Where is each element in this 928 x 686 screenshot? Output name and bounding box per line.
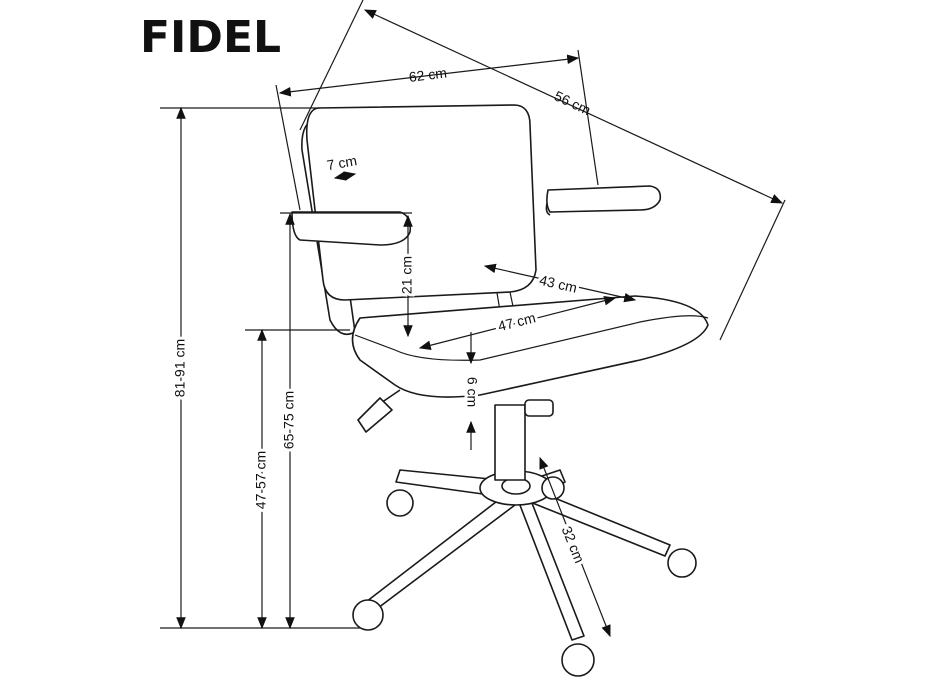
- base-leg: [361, 494, 516, 615]
- caster: [561, 643, 595, 677]
- right-armrest: [546, 185, 662, 213]
- extension-line: [719, 199, 786, 341]
- seat-height-label: 47-57 cm: [253, 451, 269, 509]
- seat-width-dimension-line: [418, 296, 617, 350]
- width-label: 62 cm: [408, 64, 448, 85]
- caster: [386, 489, 414, 517]
- armrest-width-label: 7 cm: [325, 152, 358, 173]
- backrest: [305, 104, 537, 301]
- left-armrest: [291, 211, 412, 246]
- seat-thickness-label: 6 cm: [464, 377, 480, 407]
- chair-illustration: [291, 104, 709, 677]
- armrest-floor-height-label: 65-75 cm: [281, 391, 297, 449]
- caster: [667, 548, 697, 578]
- depth-label: 56 cm: [552, 88, 593, 119]
- caster: [541, 476, 565, 500]
- gas-lift: [494, 404, 526, 481]
- extension-line: [275, 84, 301, 211]
- base-radius-label: 32 cm: [559, 524, 588, 565]
- depth-dimension-line: [363, 9, 784, 204]
- seat-depth-label: 43 cm: [538, 272, 579, 296]
- armrest-height-label: 21 cm: [399, 256, 415, 294]
- tilt-knob: [524, 399, 554, 417]
- total-height-label: 81-91 cm: [172, 339, 188, 397]
- base-radius-dimension-line: [539, 456, 611, 638]
- caster: [352, 599, 384, 631]
- armrest-width-dimension-line: [333, 171, 357, 181]
- seat-edge: [354, 315, 709, 361]
- seat-depth-dimension-line: [483, 263, 637, 303]
- product-title: FIDEL: [140, 12, 281, 63]
- extension-line: [577, 49, 599, 186]
- base-leg: [529, 489, 671, 557]
- dimension-lines: [160, 0, 786, 638]
- height-lever: [357, 397, 393, 433]
